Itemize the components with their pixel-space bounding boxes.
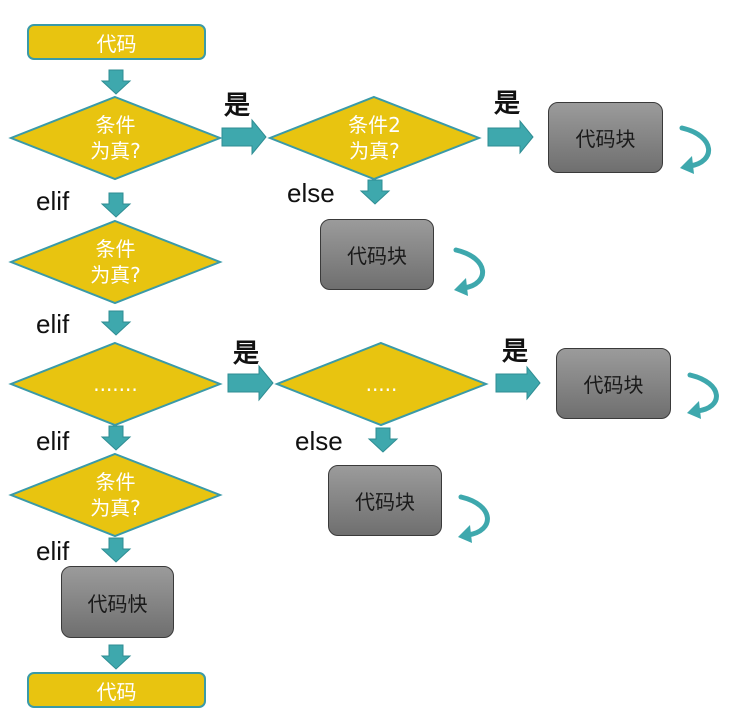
else-label-lower: else (295, 426, 343, 456)
return-arrowhead-1 (680, 156, 694, 174)
condition-diamond-3: ....... (8, 341, 223, 427)
down-arrow-8 (367, 427, 399, 453)
lower-yes-code-block: 代码块 (556, 348, 671, 419)
right-arrow-1 (221, 118, 267, 156)
condition-text-2: 条件 为真? (90, 237, 141, 287)
yes-label-upper-2: 是 (494, 89, 521, 119)
condition-diamond-1: 条件 为真? (8, 95, 223, 181)
condition-text-4: 条件 为真? (90, 470, 141, 520)
yes-label-upper-1: 是 (224, 91, 251, 121)
down-arrow-6 (100, 644, 132, 670)
final-code-block-label: 代码快 (87, 591, 148, 616)
lower-yes-code-block-label: 代码块 (583, 373, 644, 397)
return-arrow-1 (679, 125, 711, 169)
upper-else-code-block-label: 代码块 (347, 244, 407, 268)
down-arrow-3 (100, 310, 132, 336)
return-arrowhead-3 (687, 401, 701, 419)
elif-label-4: elif (36, 536, 70, 566)
right-arrow-2 (487, 119, 534, 155)
right-arrow-3 (227, 364, 274, 402)
condition-text-3: ....... (93, 372, 138, 396)
down-arrow-1 (100, 69, 132, 95)
upper-else-code-block: 代码块 (320, 219, 434, 290)
return-arrow-2 (453, 247, 485, 291)
condition-diamond-4: 条件 为真? (8, 452, 223, 538)
else-label-upper: else (287, 178, 335, 208)
end-code-label: 代码 (96, 679, 137, 704)
lower-condition-text: ..... (365, 372, 398, 396)
down-arrow-7 (359, 179, 391, 205)
start-code-label: 代码 (96, 31, 137, 56)
final-code-block: 代码快 (61, 566, 174, 638)
end-code-box: 代码 (27, 672, 206, 708)
down-arrow-5 (100, 537, 132, 563)
yes-label-lower-2: 是 (502, 337, 529, 367)
upper-yes-code-block: 代码块 (548, 102, 663, 173)
return-arrowhead-2 (454, 278, 468, 296)
elif-label-2: elif (36, 309, 70, 339)
return-arrow-3 (687, 372, 719, 414)
start-code-box: 代码 (27, 24, 206, 60)
down-arrow-2 (100, 192, 132, 218)
yes-label-lower-1: 是 (233, 339, 260, 369)
return-arrowhead-4 (458, 525, 472, 543)
down-arrow-4 (100, 425, 132, 451)
lower-condition-diamond: ..... (274, 341, 489, 427)
lower-else-code-block: 代码块 (328, 465, 442, 536)
condition-diamond-2: 条件 为真? (8, 219, 223, 305)
condition2-diamond: 条件2 为真? (267, 95, 482, 181)
lower-else-code-block-label: 代码块 (355, 490, 415, 514)
condition2-text: 条件2 为真? (348, 113, 401, 163)
right-arrow-4 (495, 365, 541, 401)
condition-text-1: 条件 为真? (90, 113, 141, 163)
upper-yes-code-block-label: 代码块 (575, 127, 636, 151)
elif-label-3: elif (36, 426, 70, 456)
elif-label-1: elif (36, 186, 70, 216)
return-arrow-4 (458, 494, 490, 538)
